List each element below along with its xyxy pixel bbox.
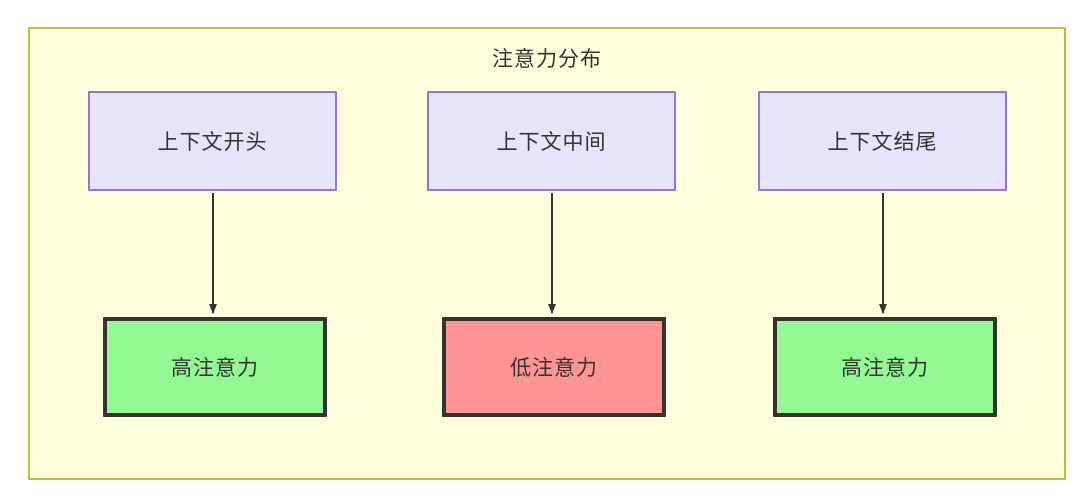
subgraph-title: 注意力分布: [492, 48, 602, 71]
node-label: 上下文中间: [496, 131, 607, 154]
node-attention-middle[interactable]: 低注意力: [442, 317, 666, 417]
node-label: 低注意力: [510, 357, 598, 380]
node-attention-start[interactable]: 高注意力: [103, 317, 327, 417]
node-label: 高注意力: [171, 357, 259, 380]
node-attention-end[interactable]: 高注意力: [773, 317, 997, 417]
node-label: 上下文开头: [157, 131, 268, 154]
node-context-middle[interactable]: 上下文中间: [427, 91, 676, 191]
node-context-end[interactable]: 上下文结尾: [758, 91, 1007, 191]
node-context-start[interactable]: 上下文开头: [88, 91, 337, 191]
node-label: 上下文结尾: [827, 131, 938, 154]
node-label: 高注意力: [841, 357, 929, 380]
